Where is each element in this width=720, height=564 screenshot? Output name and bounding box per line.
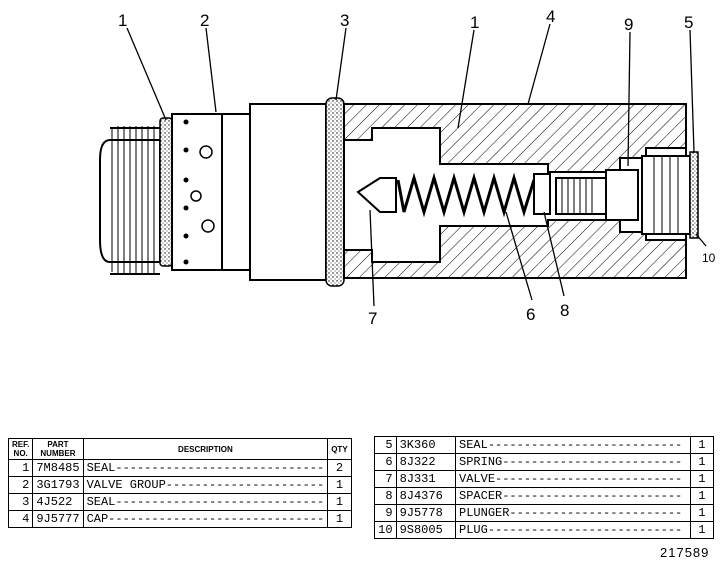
ref-cell: 3 (7, 493, 34, 511)
qty-cell: 1 (327, 510, 352, 528)
valve-group-body (171, 113, 251, 271)
leader-lines (126, 23, 707, 307)
part-number-cell: 7M8485 (32, 459, 84, 477)
header-ref-no: REF.NO. (7, 438, 34, 460)
qty-cell: 1 (327, 476, 352, 494)
part-number-cell: 4J522 (32, 493, 84, 511)
table-row: 4 9J5777 CAP----------------------------… (7, 510, 352, 528)
callout-4: 4 (546, 7, 555, 26)
spacer (533, 173, 551, 215)
part-number-cell: 9J5778 (395, 504, 457, 522)
threaded-nose (99, 126, 161, 275)
ref-cell: 7 (374, 470, 397, 488)
valve-cone (356, 177, 397, 213)
table-row: 9 9J5778 PLUNGER------------------------… (374, 504, 715, 522)
table-row: 7 8J331 VALVE-------------------------- … (374, 470, 715, 488)
qty-cell: 1 (689, 470, 715, 488)
qty-cell: 1 (689, 453, 715, 471)
table-row: 3 4J522 SEAL----------------------------… (7, 493, 352, 511)
description-cell: VALVE GROUP---------------------- (82, 476, 329, 494)
qty-cell: 1 (689, 504, 715, 522)
callout-10: 10 (702, 251, 716, 265)
ref-cell: 6 (374, 453, 397, 471)
description-cell: SPRING------------------------- (455, 453, 691, 471)
description-cell: VALVE-------------------------- (455, 470, 691, 488)
callout-9: 9 (624, 15, 633, 34)
qty-cell: 2 (327, 459, 352, 477)
callout-8: 8 (560, 301, 569, 320)
part-number-cell: 8J4376 (395, 487, 457, 505)
ref-cell: 5 (374, 436, 397, 454)
description-cell: SEAL----------------------------- (82, 459, 329, 477)
ref-cell: 2 (7, 476, 34, 494)
description-cell: SPACER------------------------- (455, 487, 691, 505)
valve-assembly-drawing: 1 2 3 1 4 9 5 10 7 6 8 (99, 7, 716, 328)
part-number-cell: 3G1793 (32, 476, 84, 494)
parts-table-right: 5 3K360 SEAL--------------------------- … (374, 436, 715, 539)
callout-1-right: 1 (470, 13, 479, 32)
ref-cell: 4 (7, 510, 34, 528)
ref-cell: 9 (374, 504, 397, 522)
description-cell: SEAL----------------------------- (82, 493, 329, 511)
callout-5: 5 (684, 13, 693, 32)
header-description: DESCRIPTION (82, 438, 329, 460)
spring (396, 172, 536, 218)
plunger (555, 169, 639, 221)
ref-cell: 8 (374, 487, 397, 505)
part-number-cell: 8J322 (395, 453, 457, 471)
seal-left (159, 117, 173, 267)
qty-cell: 1 (689, 521, 715, 539)
qty-cell: 1 (689, 487, 715, 505)
part-number-cell: 9J5777 (32, 510, 84, 528)
description-cell: PLUNGER------------------------ (455, 504, 691, 522)
table-row: 10 9S8005 PLUG--------------------------… (374, 521, 715, 539)
drawing-number: 217589 (660, 545, 710, 560)
table-row: 8 8J4376 SPACER-------------------------… (374, 487, 715, 505)
part-number-cell: 3K360 (395, 436, 457, 454)
table-row: 2 3G1793 VALVE GROUP--------------------… (7, 476, 352, 494)
callout-6: 6 (526, 305, 535, 324)
description-cell: PLUG--------------------------- (455, 521, 691, 539)
part-number-cell: 9S8005 (395, 521, 457, 539)
plug (641, 151, 699, 239)
callout-3: 3 (340, 11, 349, 30)
table-row: 5 3K360 SEAL--------------------------- … (374, 436, 715, 454)
header-qty: QTY (327, 438, 352, 460)
callout-2: 2 (200, 11, 209, 30)
callout-1-left: 1 (118, 11, 127, 30)
description-cell: SEAL--------------------------- (455, 436, 691, 454)
middle-body (249, 103, 327, 281)
qty-cell: 1 (689, 436, 715, 454)
qty-cell: 1 (327, 493, 352, 511)
part-number-cell: 8J331 (395, 470, 457, 488)
description-cell: CAP------------------------------ (82, 510, 329, 528)
table-row: 1 7M8485 SEAL---------------------------… (7, 459, 352, 477)
seal-oring (325, 97, 345, 287)
ref-cell: 10 (374, 521, 397, 539)
callout-7: 7 (368, 309, 377, 328)
table-row: 6 8J322 SPRING------------------------- … (374, 453, 715, 471)
ref-cell: 1 (7, 459, 34, 477)
